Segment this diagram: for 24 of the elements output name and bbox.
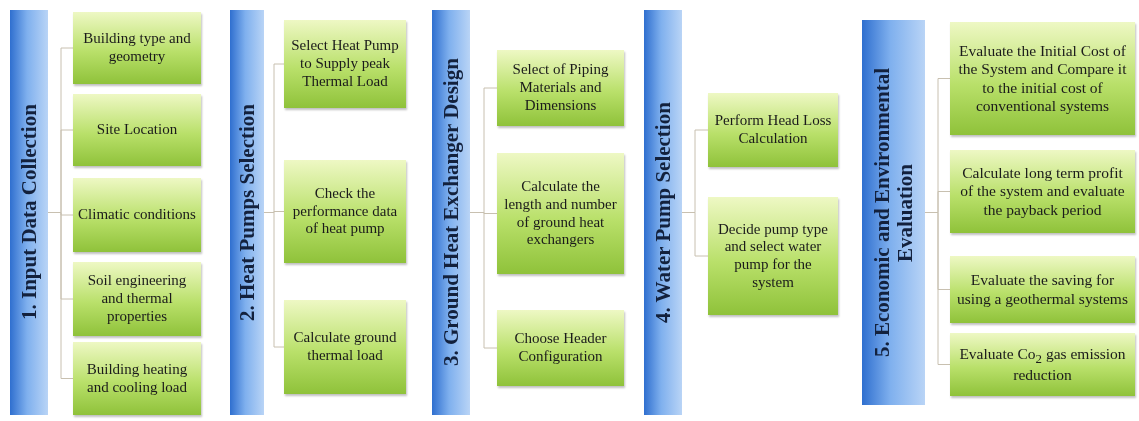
connector-line xyxy=(47,212,74,379)
step-box: Climatic conditions xyxy=(73,178,201,252)
stage-header-bar: 3. Ground Heat Exchanger Design xyxy=(432,10,470,415)
step-box: Building heating and cooling load xyxy=(73,342,201,415)
step-box: Choose Header Configuration xyxy=(497,310,624,386)
stage-header-bar: 2. Heat Pumps Selection xyxy=(230,10,264,415)
step-box: Select Heat Pump to Supply peak Thermal Load xyxy=(284,20,406,108)
stage-header-bar: 4. Water Pump Selection xyxy=(644,10,682,415)
step-box: Evaluate Co$_{2}$ gas emission reduction xyxy=(950,333,1135,396)
stage-header-bar: 1. Input Data Collection xyxy=(10,10,48,415)
step-box: Building type and geometry xyxy=(73,12,201,84)
step-box: Check the performance data of heat pump xyxy=(284,160,406,263)
connector-line xyxy=(924,212,951,365)
step-box: Evaluate the Initial Cost of the System and Compare it to the initial cost of conventional systems xyxy=(950,22,1135,135)
stage-header-bar: 5. Economic and Environmental Evaluation xyxy=(862,20,925,405)
step-box: Perform Head Loss Calculation xyxy=(708,93,838,167)
step-box: Select of Piping Materials and Dimensions xyxy=(497,50,624,126)
step-box: Soil engineering and thermal properties xyxy=(73,262,201,336)
step-box: Calculate the length and number of ground heat exchangers xyxy=(497,153,624,274)
step-box: Decide pump type and select water pump for the system xyxy=(708,197,838,315)
step-box: Calculate long term profit of the system and evaluate the payback period xyxy=(950,150,1135,233)
step-box: Evaluate the saving for using a geothermal systems xyxy=(950,256,1135,323)
step-box: Calculate ground thermal load xyxy=(284,300,406,394)
step-box: Site Location xyxy=(73,94,201,166)
